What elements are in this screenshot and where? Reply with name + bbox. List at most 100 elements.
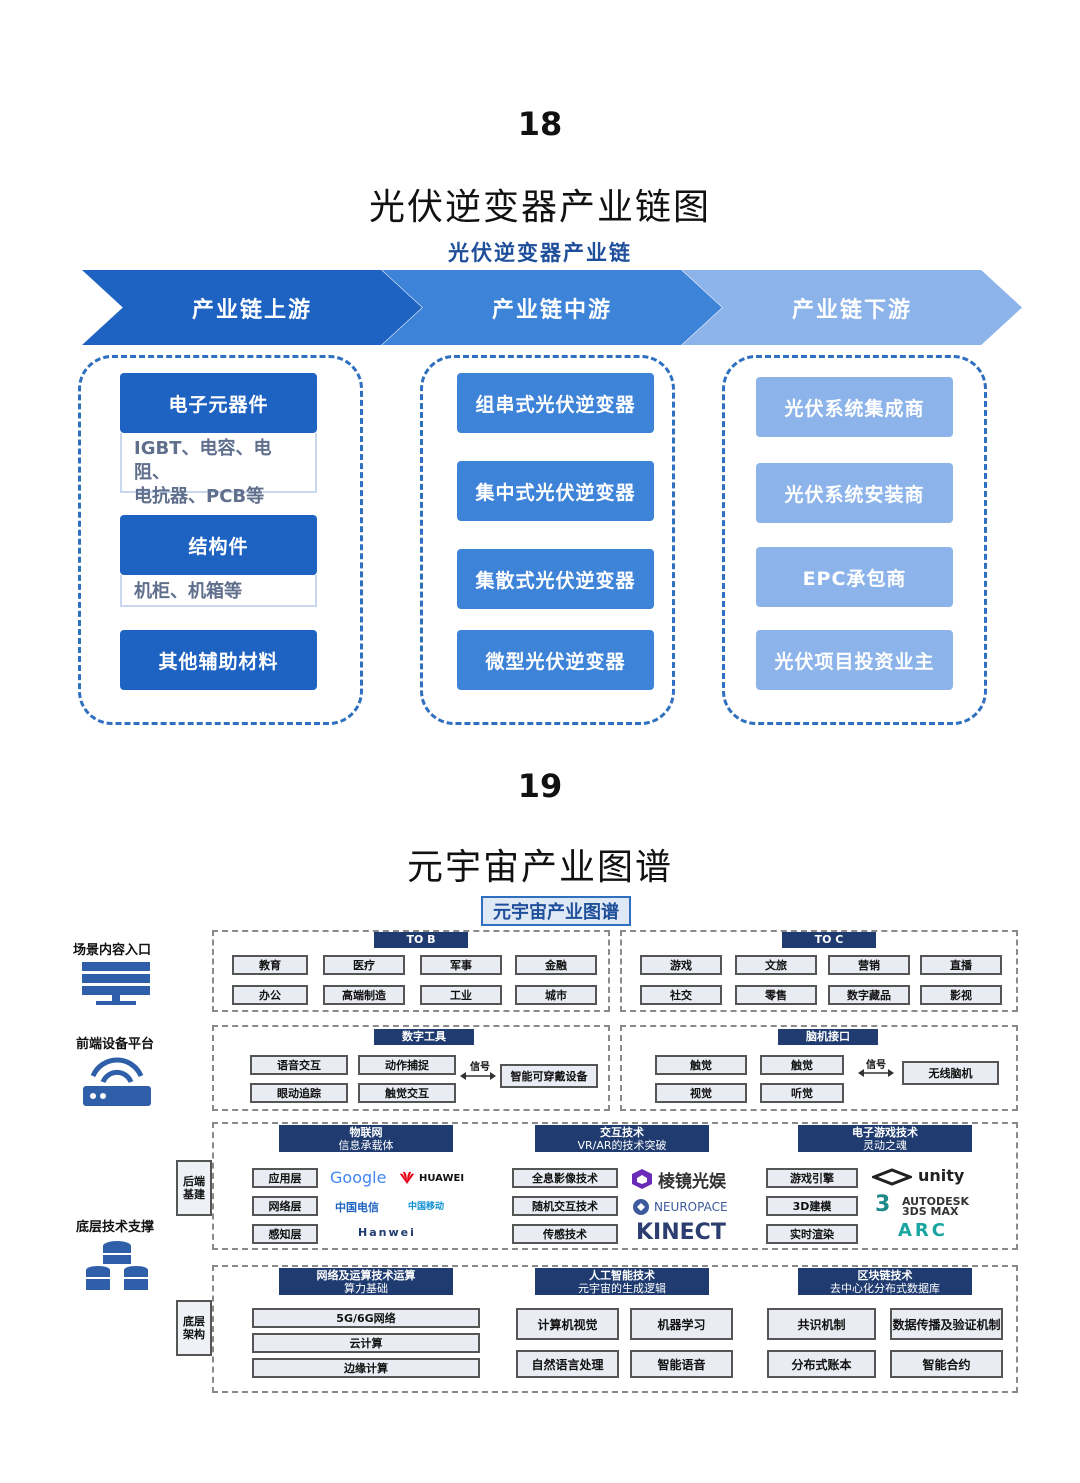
blockchain-item: 数据传播及验证机制	[890, 1308, 1003, 1340]
interaction-header: 交互技术 VR/AR的技术突破	[535, 1125, 709, 1152]
upstream-column	[78, 355, 363, 725]
blockchain-header: 区块链技术 去中心化分布式数据库	[798, 1268, 972, 1295]
tob-item: 高端制造	[323, 985, 405, 1005]
iot-title: 物联网	[349, 1125, 383, 1139]
upstream-electronic-components-detail: IGBT、电容、电阻、 电抗器、PCB等	[120, 433, 317, 507]
database-icon	[86, 1241, 148, 1290]
downstream-column	[722, 355, 987, 725]
google-logo: Google	[330, 1168, 387, 1187]
unity-icon	[872, 1168, 912, 1186]
signal-label: 信号	[470, 1062, 490, 1073]
upstream-structural-parts-detail: 机柜、机箱等	[120, 575, 317, 607]
base-architecture-section	[212, 1265, 1018, 1393]
neuropace-icon	[633, 1199, 649, 1215]
figure-19-title: 元宇宙产业图谱	[406, 847, 673, 888]
downstream-item-2: 光伏系统安装商	[756, 463, 953, 523]
blockchain-item: 智能合约	[890, 1350, 1003, 1378]
huawei-flower-icon	[400, 1171, 414, 1184]
network-title: 网络及运算技术运算	[316, 1268, 416, 1282]
network-header: 网络及运算技术运算 算力基础	[279, 1268, 453, 1295]
upstream-auxiliary-materials: 其他辅助材料	[120, 630, 317, 690]
tob-item: 军事	[420, 955, 502, 975]
gametech-item: 游戏引擎	[766, 1168, 858, 1188]
screen-icon	[82, 962, 150, 1005]
kinect-logo: KINECT	[636, 1220, 726, 1245]
tob-section	[212, 930, 610, 1012]
ai-subtitle: 元宇宙的生成逻辑	[578, 1281, 666, 1295]
blockchain-item: 分布式账本	[767, 1350, 876, 1378]
upstream-electronic-components: 电子元器件	[120, 373, 317, 433]
toc-header: TO C	[782, 932, 876, 948]
hanwei-logo: Hanwei	[358, 1226, 416, 1239]
unity-logo: unity	[918, 1166, 965, 1185]
network-item: 5G/6G网络	[252, 1308, 480, 1328]
tob-item: 教育	[232, 955, 308, 975]
gametech-item: 实时渲染	[766, 1224, 858, 1244]
midstream-item-2: 集中式光伏逆变器	[457, 461, 654, 521]
label-scene-entry: 场景内容入口	[73, 943, 152, 958]
midstream-item-4: 微型光伏逆变器	[457, 630, 654, 690]
bci-item: 触觉	[760, 1055, 844, 1075]
tob-header: TO B	[374, 932, 468, 948]
network-subtitle: 算力基础	[344, 1281, 388, 1295]
midstream-column	[420, 355, 675, 725]
ai-item: 自然语言处理	[516, 1350, 619, 1378]
ai-item: 机器学习	[630, 1308, 733, 1340]
tob-item: 金融	[515, 955, 597, 975]
base-architecture-tag: 底层架构	[176, 1300, 212, 1356]
digital-tool-item: 眼动追踪	[250, 1083, 348, 1103]
iot-subtitle: 信息承载体	[338, 1138, 394, 1152]
bci-header: 脑机接口	[778, 1029, 878, 1045]
digital-tool-item: 动作捕捉	[358, 1055, 456, 1075]
double-arrow-icon	[460, 1072, 496, 1080]
digital-tool-item: 触觉交互	[358, 1083, 456, 1103]
downstream-item-4: 光伏项目投资业主	[756, 630, 953, 690]
huawei-logo: HUAWEI	[419, 1173, 465, 1184]
digital-tools-header: 数字工具	[374, 1029, 474, 1045]
toc-item: 直播	[920, 955, 1002, 975]
gametech-item: 3D建模	[766, 1196, 858, 1216]
interaction-item: 随机交互技术	[512, 1196, 618, 1216]
interaction-item: 全息影像技术	[512, 1168, 618, 1188]
router-icon	[83, 1057, 151, 1106]
backend-tech-section	[212, 1122, 1018, 1250]
interaction-subtitle: VR/AR的技术突破	[577, 1138, 667, 1152]
stage-downstream: 产业链下游	[682, 270, 1022, 345]
blockchain-title: 区块链技术	[857, 1268, 913, 1282]
blockchain-subtitle: 去中心化分布式数据库	[830, 1281, 940, 1295]
iot-layer: 感知层	[252, 1224, 318, 1244]
tob-item: 办公	[232, 985, 308, 1005]
figure-19-subtitle: 元宇宙产业图谱	[481, 896, 631, 926]
stage-upstream: 产业链上游	[82, 270, 422, 345]
detail-line-2: 电抗器、PCB等	[134, 486, 265, 507]
gametech-subtitle: 灵动之魂	[863, 1138, 907, 1152]
tob-item: 工业	[420, 985, 502, 1005]
interaction-title: 交互技术	[600, 1125, 644, 1139]
downstream-item-3: EPC承包商	[756, 547, 953, 607]
toc-item: 影视	[920, 985, 1002, 1005]
digital-tool-item: 语音交互	[250, 1055, 348, 1075]
bci-section	[620, 1025, 1018, 1111]
wireless-bci: 无线脑机	[902, 1061, 999, 1085]
downstream-item-1: 光伏系统集成商	[756, 377, 953, 437]
ai-item: 智能语音	[630, 1350, 733, 1378]
tob-item: 城市	[515, 985, 597, 1005]
label-base-tech: 底层技术支撑	[76, 1220, 155, 1235]
iot-layer: 网络层	[252, 1196, 318, 1216]
toc-item: 文旅	[735, 955, 817, 975]
ai-title: 人工智能技术	[589, 1268, 655, 1282]
toc-item: 数字藏品	[828, 985, 910, 1005]
upstream-structural-parts: 结构件	[120, 515, 317, 575]
detail-line-1: IGBT、电容、电阻、	[134, 438, 272, 483]
toc-item: 营销	[828, 955, 910, 975]
toc-item: 游戏	[640, 955, 722, 975]
gametech-header: 电子游戏技术 灵动之魂	[798, 1125, 972, 1152]
prism-logo-icon	[632, 1169, 652, 1189]
ai-item: 计算机视觉	[516, 1308, 619, 1340]
figure-18-number: 18	[517, 105, 563, 143]
3ds-max-logo: 3DS MAX	[902, 1205, 959, 1218]
iot-header: 物联网 信息承载体	[279, 1125, 453, 1152]
digital-tools-section	[212, 1025, 610, 1111]
china-mobile-logo: 中国移动	[408, 1202, 445, 1212]
label-frontend-devices: 前端设备平台	[76, 1037, 155, 1052]
